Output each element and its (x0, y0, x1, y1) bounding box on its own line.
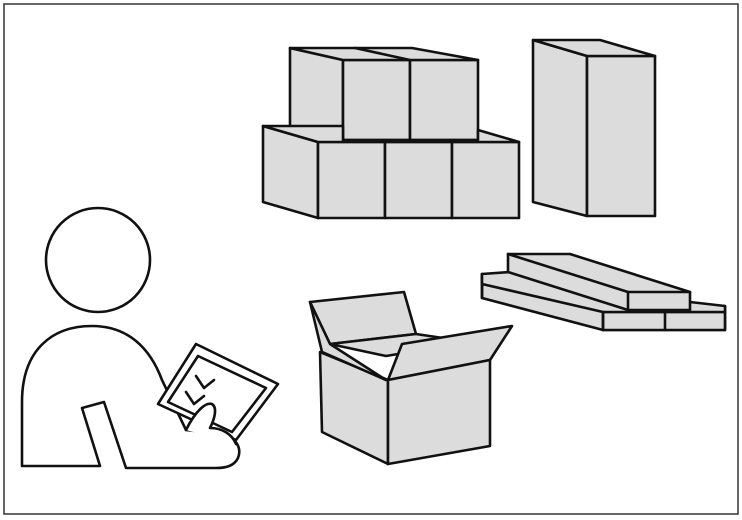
frame-border (3, 3, 739, 515)
person-with-tablet-icon (20, 206, 280, 470)
tall-box-icon (531, 38, 657, 218)
open-box-icon (308, 290, 514, 466)
stacked-boxes-icon (261, 46, 521, 220)
flat-panels-icon (480, 252, 727, 332)
